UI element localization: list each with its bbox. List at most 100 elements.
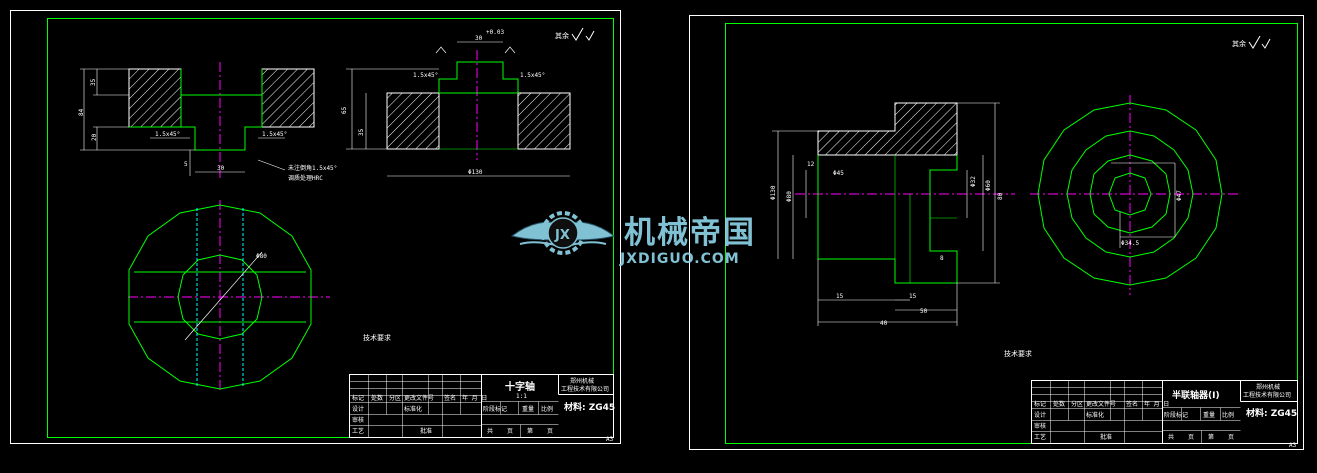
dim-r-phi345: Φ34.5 xyxy=(1121,240,1139,247)
tb-right-h4: 签名 xyxy=(1126,400,1138,408)
tb-left-r1: 审核 xyxy=(352,416,364,424)
tb-left-p1: 页 xyxy=(507,428,513,435)
dim-chamfer-4: 1.5x45° xyxy=(520,72,545,79)
tb-left-r2: 工艺 xyxy=(352,427,364,435)
tb-right-h0: 标记 xyxy=(1034,400,1046,408)
tb-left-part-name: 十字轴 xyxy=(505,380,535,393)
sheet-left-frame xyxy=(47,18,614,438)
dim-phi130: Φ130 xyxy=(468,169,483,176)
title-block-right: 标记 处数 分区 更改文件号 签名 年 月 日 设计 标准化 审核 工艺 批准 … xyxy=(1031,380,1298,444)
tb-left-m2: 批准 xyxy=(420,427,432,435)
roughness-note-right: 其余 xyxy=(1232,39,1246,48)
tb-left-s0: 阶段标记 xyxy=(483,405,507,413)
view-half-section: Φ130 Φ80 Φ45 12 Φ32 Φ60 80 8 15 15 50 40 xyxy=(770,102,1015,327)
tb-left-p2: 第 xyxy=(527,427,533,435)
dim-r-bot-40: 40 xyxy=(880,320,888,327)
dim-r-bot-15a: 15 xyxy=(836,293,844,300)
watermark-emblem-icon: JX xyxy=(510,211,616,255)
tb-right-p2: 第 xyxy=(1208,433,1214,441)
dim-top-30: 30 xyxy=(475,35,483,42)
tb-right-s2: 比例 xyxy=(1222,411,1234,419)
tb-left-r0: 设计 xyxy=(352,405,364,413)
sheet-left: 其余 35 84 20 1.5x45° 1 xyxy=(10,10,621,444)
tb-left-s2: 比例 xyxy=(541,405,553,413)
dim-35: 35 xyxy=(90,78,97,86)
dim-r-phi47: Φ47 xyxy=(1176,190,1183,201)
view-end: Φ47 Φ34.5 xyxy=(1030,95,1240,295)
dim-5: 5 xyxy=(184,161,188,168)
tb-right-r2: 工艺 xyxy=(1034,433,1046,441)
dim-top-tol: +0.03 xyxy=(486,29,504,36)
dim-84: 84 xyxy=(78,108,85,116)
dim-slot-width: 30 xyxy=(217,165,225,172)
tb-right-p3: 页 xyxy=(1228,434,1234,441)
tb-right-company-2: 工程技术有限公司 xyxy=(1243,391,1291,399)
roughness-symbol-right: 其余 xyxy=(1232,35,1271,49)
title-block-left: 标记 处数 分区 更改文件号 签名 年 月 日 设计 标准化 审核 工艺 批准 … xyxy=(349,374,615,438)
dim-20: 20 xyxy=(91,133,98,141)
sheet-code-right: A3 xyxy=(1289,442,1297,449)
watermark: JX 机械帝国 JXDIGUO.COM xyxy=(510,211,756,267)
dim-r-80: 80 xyxy=(997,192,1004,200)
dim-r-phi32: Φ32 xyxy=(970,176,977,187)
dim-r-phi80: Φ80 xyxy=(786,191,793,202)
dim-r-phi60: Φ60 xyxy=(985,180,992,191)
tb-right-s1: 重量 xyxy=(1203,411,1215,419)
tb-left-h2: 分区 xyxy=(389,394,401,402)
dim-r-phi45: Φ45 xyxy=(833,170,844,177)
roughness-symbol-left: 其余 xyxy=(555,27,595,41)
dim-r-bot-15b: 15 xyxy=(909,293,917,300)
view-cross-section-a: 35 84 20 1.5x45° 1.5x45° 30 5 未注倒角1.5x45… xyxy=(78,62,337,182)
tb-left-material: 材料: ZG45 xyxy=(563,401,615,413)
watermark-cn: 机械帝国 xyxy=(624,215,756,251)
sheet-right-border xyxy=(689,15,1304,450)
tb-left-part-sub: 1:1 xyxy=(516,393,527,400)
dim-chamfer-1: 1.5x45° xyxy=(155,131,180,138)
tb-left-m0: 标准化 xyxy=(404,405,422,413)
tb-left-p3: 页 xyxy=(547,428,553,435)
dim-r-bot-50: 50 xyxy=(920,308,928,315)
tb-left-p0: 共 xyxy=(487,427,493,435)
tb-right-m0: 标准化 xyxy=(1086,411,1104,419)
view-cross-section-b: 65 35 Φ130 30 +0.03 1.5x45° 1.5x45° xyxy=(341,29,571,177)
dim-r-12: 12 xyxy=(807,161,815,168)
note-1: 未注倒角1.5x45° xyxy=(288,164,337,172)
tb-left-h3: 更改文件号 xyxy=(404,394,434,402)
tb-left-company-2: 工程技术有限公司 xyxy=(561,385,609,393)
tech-req-left: 技术要求 xyxy=(363,333,391,342)
dim-r-8: 8 xyxy=(940,255,944,262)
tb-right-company-1: 郑州机械 xyxy=(1256,383,1280,391)
tb-right-s0: 阶段标记 xyxy=(1164,411,1188,419)
tb-left-h1: 处数 xyxy=(371,394,383,402)
sheet-right: 其余 Φ130 Φ80 Φ45 12 Φ3 xyxy=(689,15,1304,450)
dim-r-phi130: Φ130 xyxy=(770,185,777,200)
tb-left-h4: 签名 xyxy=(444,394,456,402)
dim-chamfer-3: 1.5x45° xyxy=(413,72,438,79)
tb-left-company-1: 郑州机械 xyxy=(570,377,594,385)
watermark-en: JXDIGUO.COM xyxy=(619,251,740,267)
tb-right-h3: 更改文件号 xyxy=(1086,400,1116,408)
dim-65: 65 xyxy=(341,106,348,114)
tb-right-p0: 共 xyxy=(1168,433,1174,441)
tb-right-material: 材料: ZG45 xyxy=(1245,407,1297,419)
tech-req-right: 技术要求 xyxy=(1004,349,1032,358)
sheet-left-border xyxy=(10,10,621,444)
view-circular-plan: Φ80 xyxy=(128,200,330,392)
dim-phi80: Φ80 xyxy=(256,253,267,260)
tb-right-r0: 设计 xyxy=(1034,411,1046,419)
sheet-code-left: A3 xyxy=(606,436,614,443)
tb-left-s1: 重量 xyxy=(522,405,534,413)
sheet-right-frame xyxy=(725,23,1298,444)
tb-right-p1: 页 xyxy=(1188,434,1194,441)
watermark-emblem-text: JX xyxy=(554,228,570,243)
note-2: 调质处理HRC xyxy=(288,174,323,182)
tb-left-h5: 年 月 日 xyxy=(462,394,487,402)
dim-chamfer-2: 1.5x45° xyxy=(262,131,287,138)
roughness-note-left: 其余 xyxy=(555,31,569,40)
tb-right-h5: 年 月 日 xyxy=(1144,400,1169,408)
tb-left-h0: 标记 xyxy=(352,394,364,402)
tb-right-h1: 处数 xyxy=(1053,400,1065,408)
dim-35b: 35 xyxy=(358,128,365,136)
tb-right-r1: 审核 xyxy=(1034,422,1046,430)
